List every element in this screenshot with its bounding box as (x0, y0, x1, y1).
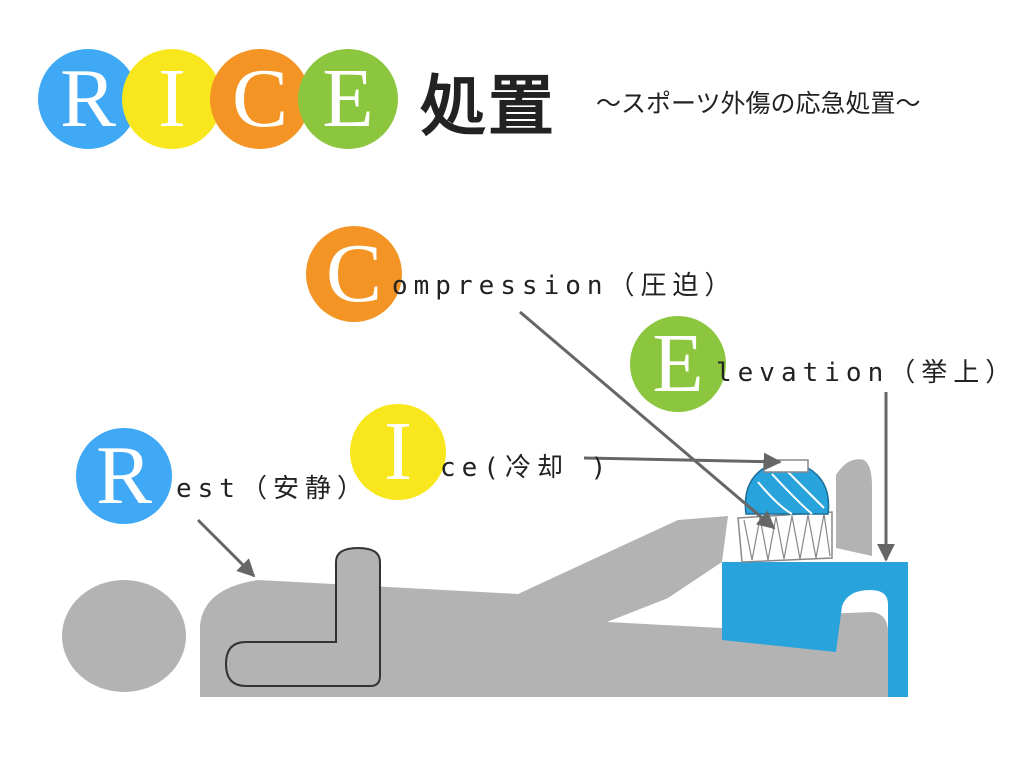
head-shape (62, 580, 186, 692)
elevation-label: levation（挙上） (716, 358, 1018, 388)
bandage-icon (737, 511, 833, 563)
compression-circle: C (306, 226, 402, 322)
title-letter-r: R (38, 49, 138, 149)
ice-pack-icon (744, 459, 830, 515)
ice-arrow (583, 452, 782, 471)
title-main: 処置 (420, 68, 556, 145)
foot-shape (836, 459, 872, 556)
arm-outline (224, 546, 381, 687)
leg-gap (607, 577, 722, 628)
rest-label: est（安静） (176, 474, 369, 504)
rest-circle: R (76, 428, 172, 524)
title-subtitle: ～スポーツ外傷の応急処置～ (596, 89, 921, 118)
support-block-icon (722, 562, 908, 697)
ice-circle: I (350, 404, 446, 500)
elevation-circle: E (630, 316, 726, 412)
compression-label: ompression（圧迫） (392, 271, 737, 301)
title-letter-i: I (122, 49, 222, 149)
title-letter-c: C (210, 49, 310, 149)
rest-arrow (196, 518, 256, 578)
ice-label: ce(冷却 ) (440, 453, 613, 483)
support-block (722, 562, 908, 697)
person-figure-icon (62, 459, 888, 697)
title-letter-e: E (298, 49, 398, 149)
compression-arrow (519, 310, 776, 530)
